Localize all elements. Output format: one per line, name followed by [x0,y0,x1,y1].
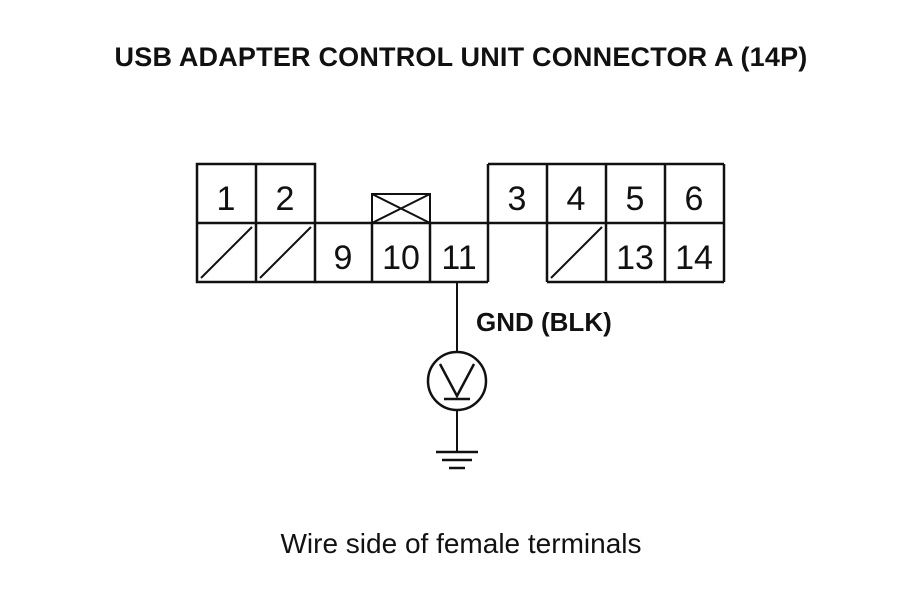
pin-11-label: 11 [441,239,476,277]
voltmeter-icon [426,350,488,412]
pin-5-label: 5 [626,180,645,218]
pin-3-label: 3 [508,180,527,218]
view-caption: Wire side of female terminals [280,528,642,559]
pin-13-label: 13 [616,239,654,277]
slash-pin-8 [259,226,312,279]
pin-1-label: 1 [217,180,236,218]
connector-title: USB ADAPTER CONTROL UNIT CONNECTOR A (14… [114,42,808,72]
slash-pin-12 [550,226,603,279]
pin-10-label: 10 [382,239,420,277]
pin-6-label: 6 [685,180,704,218]
ground-icon [436,450,478,470]
pin-9-label: 9 [334,239,353,277]
x-box-icon [371,193,431,224]
pin-2-label: 2 [276,180,295,218]
pin-4-label: 4 [567,180,586,218]
slash-pin-7 [200,226,253,279]
ground-wire-label: GND (BLK) [476,307,612,337]
pin-14-label: 14 [675,239,713,277]
diagonal-slash-icon [200,226,603,279]
